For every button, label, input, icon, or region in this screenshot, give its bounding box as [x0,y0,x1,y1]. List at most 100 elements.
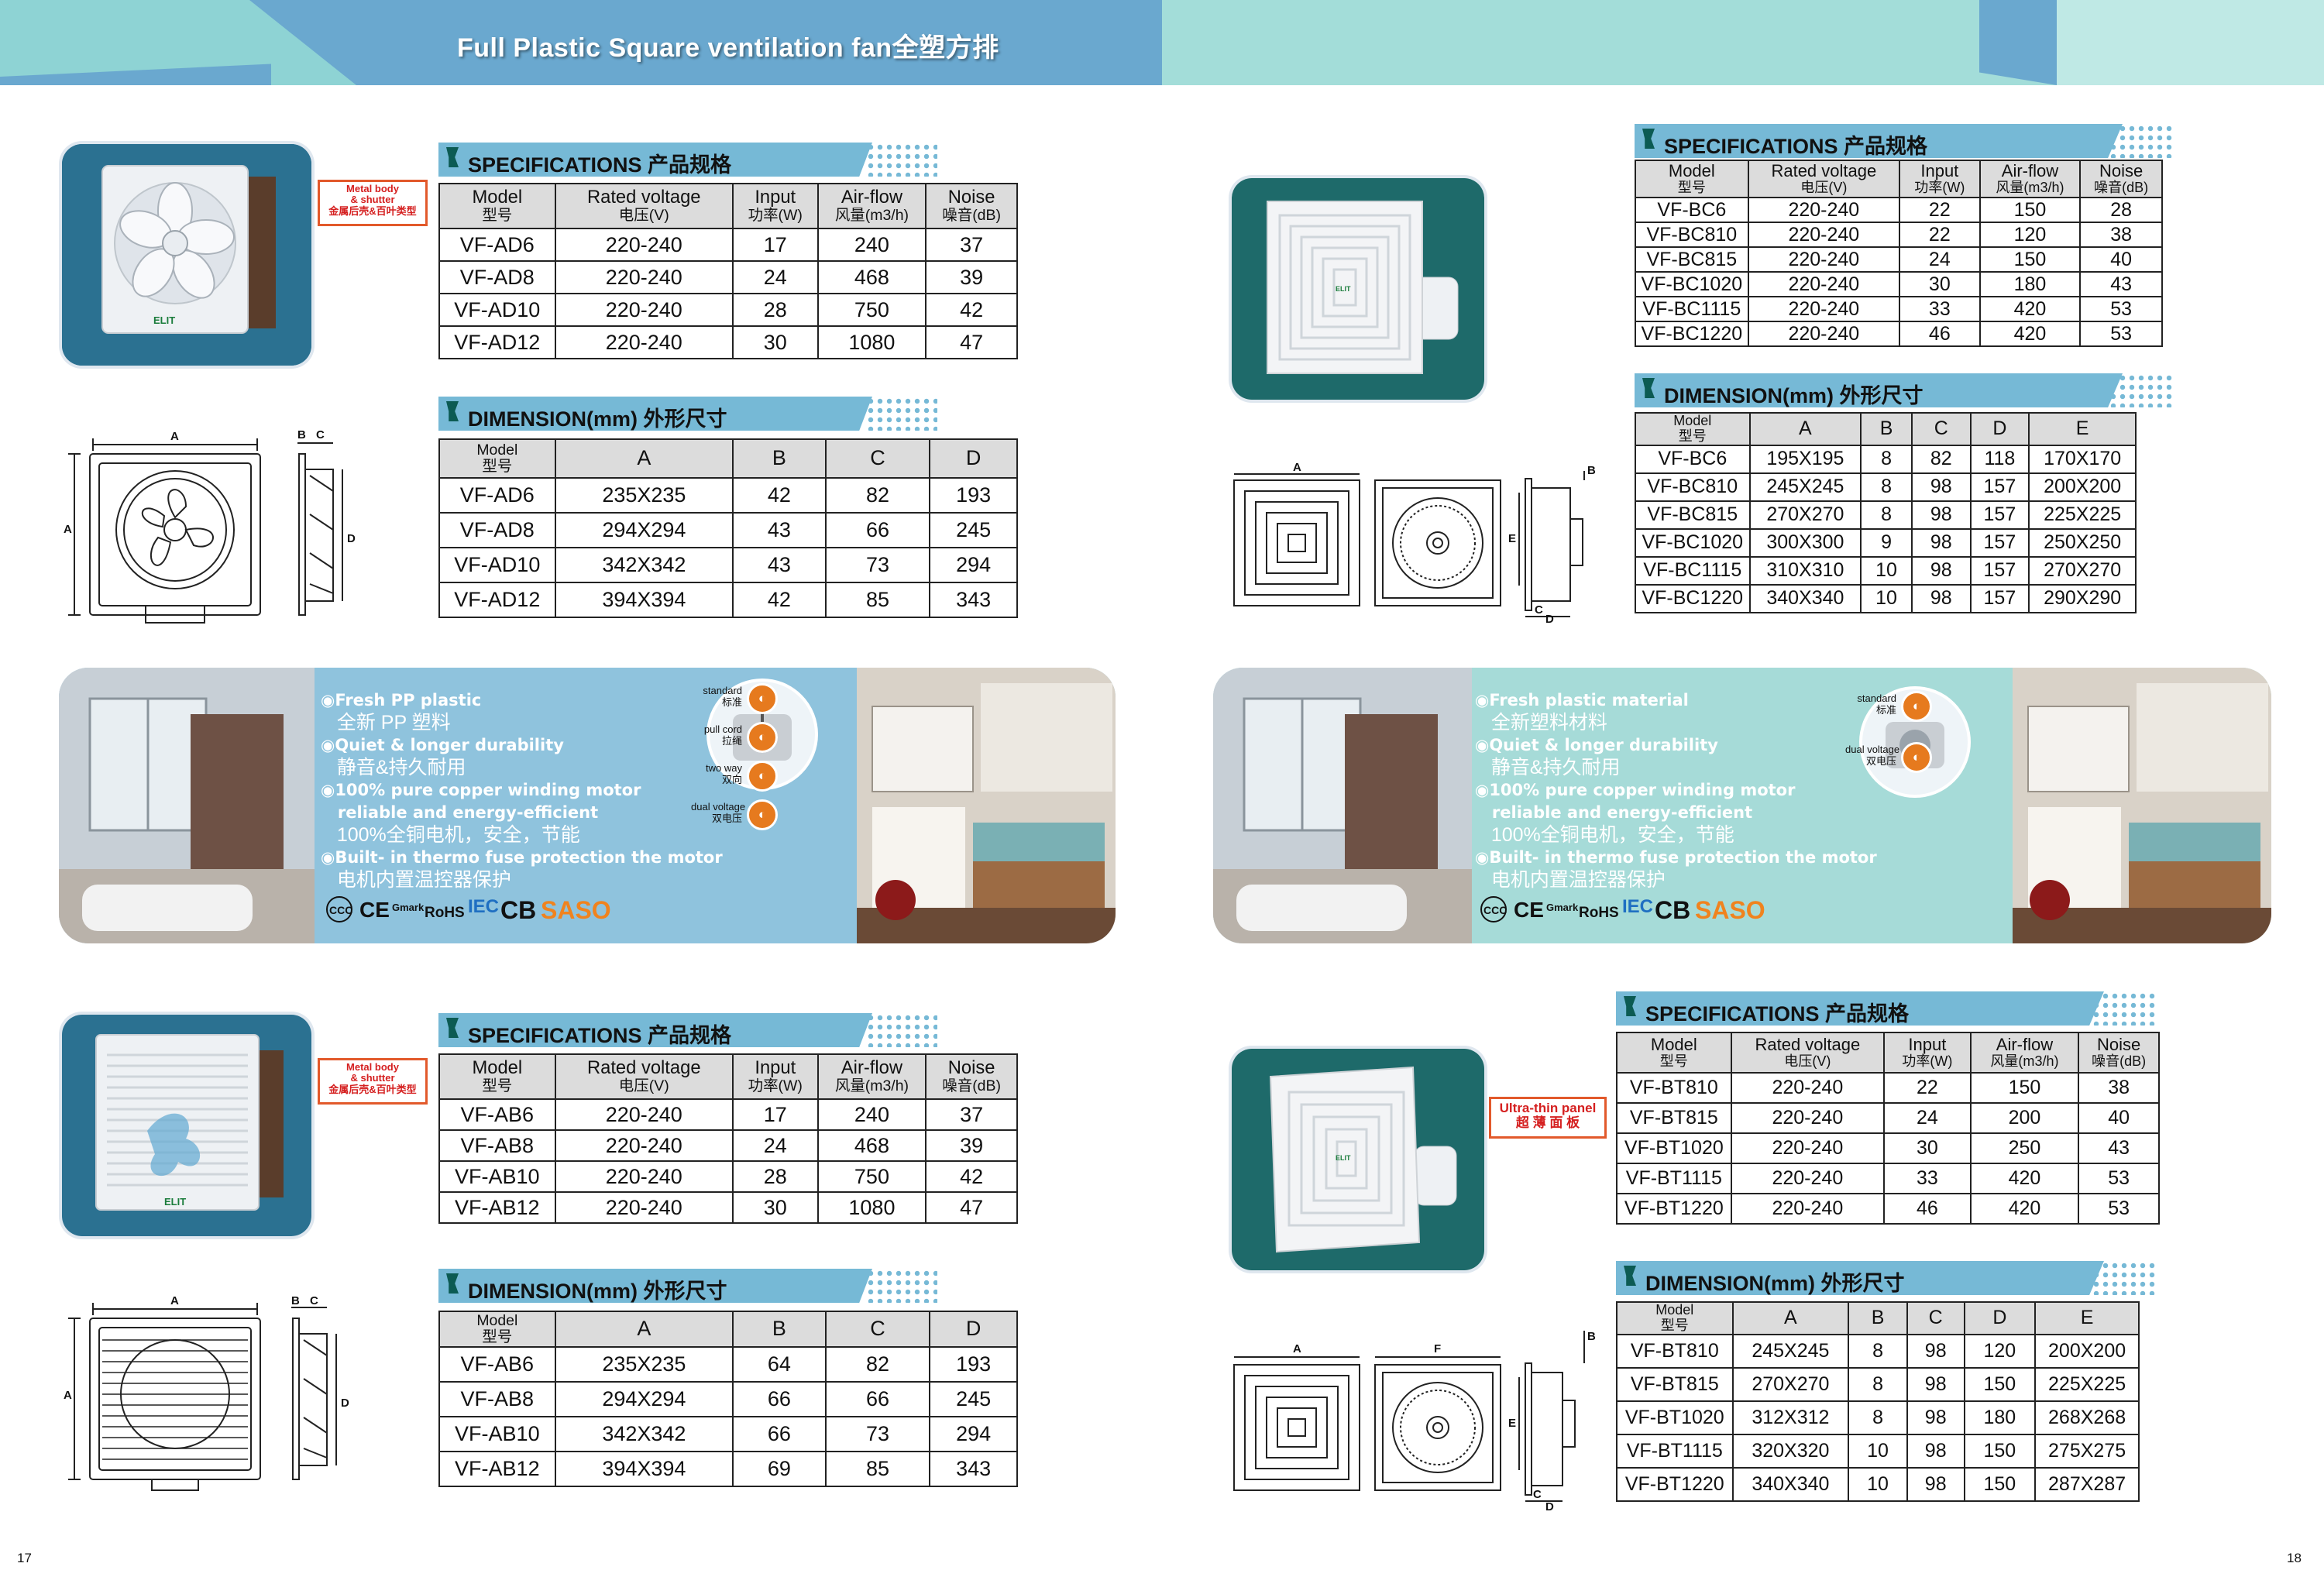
table-cell: 118 [1969,444,2030,474]
column-header: C [1906,1301,1965,1335]
ccc-mark: CCC [1483,904,1507,916]
table-cell: VF-AB6 [438,1098,556,1131]
table-cell: 22 [1898,222,1981,248]
column-header: C [824,1311,931,1348]
table-cell: 150 [1963,1433,2037,1469]
dimension-diagram-bc: A B C D E [1233,462,1596,624]
table-cell: 750 [816,293,927,327]
table-cell: VF-BT1220 [1616,1193,1732,1225]
table-cell: 98 [1910,500,1972,530]
table-cell: 294X294 [554,1381,734,1417]
fan-photo-ab: ELIT [62,1015,311,1236]
table-cell: 220-240 [554,228,734,262]
table-cell: 43 [732,547,827,583]
column-header: A [554,1311,734,1348]
dimension-diagram-ad: A A B C D [64,428,356,624]
table-cell: VF-BT1020 [1616,1132,1732,1164]
table-cell: 150 [1978,197,2082,223]
svg-text:D: D [1545,613,1554,624]
svg-text:F: F [1434,1342,1441,1355]
table-cell: 82 [1910,444,1972,474]
column-header: A [1748,412,1862,446]
table-cell: 200X200 [2028,472,2137,502]
svg-text:A: A [170,430,179,443]
svg-text:C: C [316,428,325,441]
table-cell: 40 [2079,246,2163,273]
brand-logo: ELIT [1336,285,1351,293]
table-cell: 22 [1898,197,1981,223]
table-cell: 150 [1963,1366,2037,1402]
feature-line: ◉100% pure copper winding motor [321,781,641,799]
table-cell: 294 [929,547,1018,583]
table-cell: 343 [929,1451,1018,1487]
dim-header-ad: DIMENSION(mm) 外形尺寸 [438,397,872,431]
feature-line: ◉Quiet & longer durability [1475,736,1718,754]
table-cell: 37 [925,228,1018,262]
table-cell: VF-AD8 [438,260,556,294]
table-cell: 220-240 [554,1160,734,1193]
table-cell: 64 [732,1346,827,1383]
cb-mark: CB [500,896,536,924]
table-cell: 120 [1978,222,2082,248]
page-title: Full Plastic Square ventilation fan全塑方排 [457,33,999,63]
table-cell: 220-240 [554,1129,734,1162]
svg-text:A: A [64,1389,72,1402]
rohs-mark: RoHS [425,905,465,921]
table-cell: VF-AB8 [438,1381,556,1417]
table-cell: 245X245 [1731,1333,1850,1369]
table-cell: VF-BC1220 [1635,321,1749,347]
column-header: D [929,1311,1018,1348]
table-cell: VF-BC1020 [1635,271,1749,297]
table-cell: 220-240 [1730,1193,1886,1225]
svg-text:C: C [1535,603,1543,617]
table-cell: 24 [731,260,819,294]
table-cell: 157 [1969,555,2030,586]
feature-line: 100%全铜电机，安全，节能 [321,824,580,846]
spec-header-ab: SPECIFICATIONS 产品规格 [438,1013,872,1047]
column-header: A [1731,1301,1850,1335]
table-cell: 245X245 [1748,472,1862,502]
table-cell: VF-BC815 [1635,246,1749,273]
svg-text:A: A [170,1294,179,1307]
dim-header-bc: DIMENSION(mm) 外形尺寸 [1635,373,2123,407]
table-cell: 270X270 [1731,1366,1850,1402]
table-cell: VF-BT1220 [1616,1466,1734,1502]
table-cell: VF-BT810 [1616,1333,1734,1369]
ce-mark: CE [359,898,390,922]
table-cell: 235X235 [554,477,734,514]
feature-line: ◉100% pure copper winding motor [1475,781,1796,799]
table-cell: 120 [1963,1333,2037,1369]
table-cell: 468 [816,1129,927,1162]
table-cell: 150 [1963,1466,2037,1502]
